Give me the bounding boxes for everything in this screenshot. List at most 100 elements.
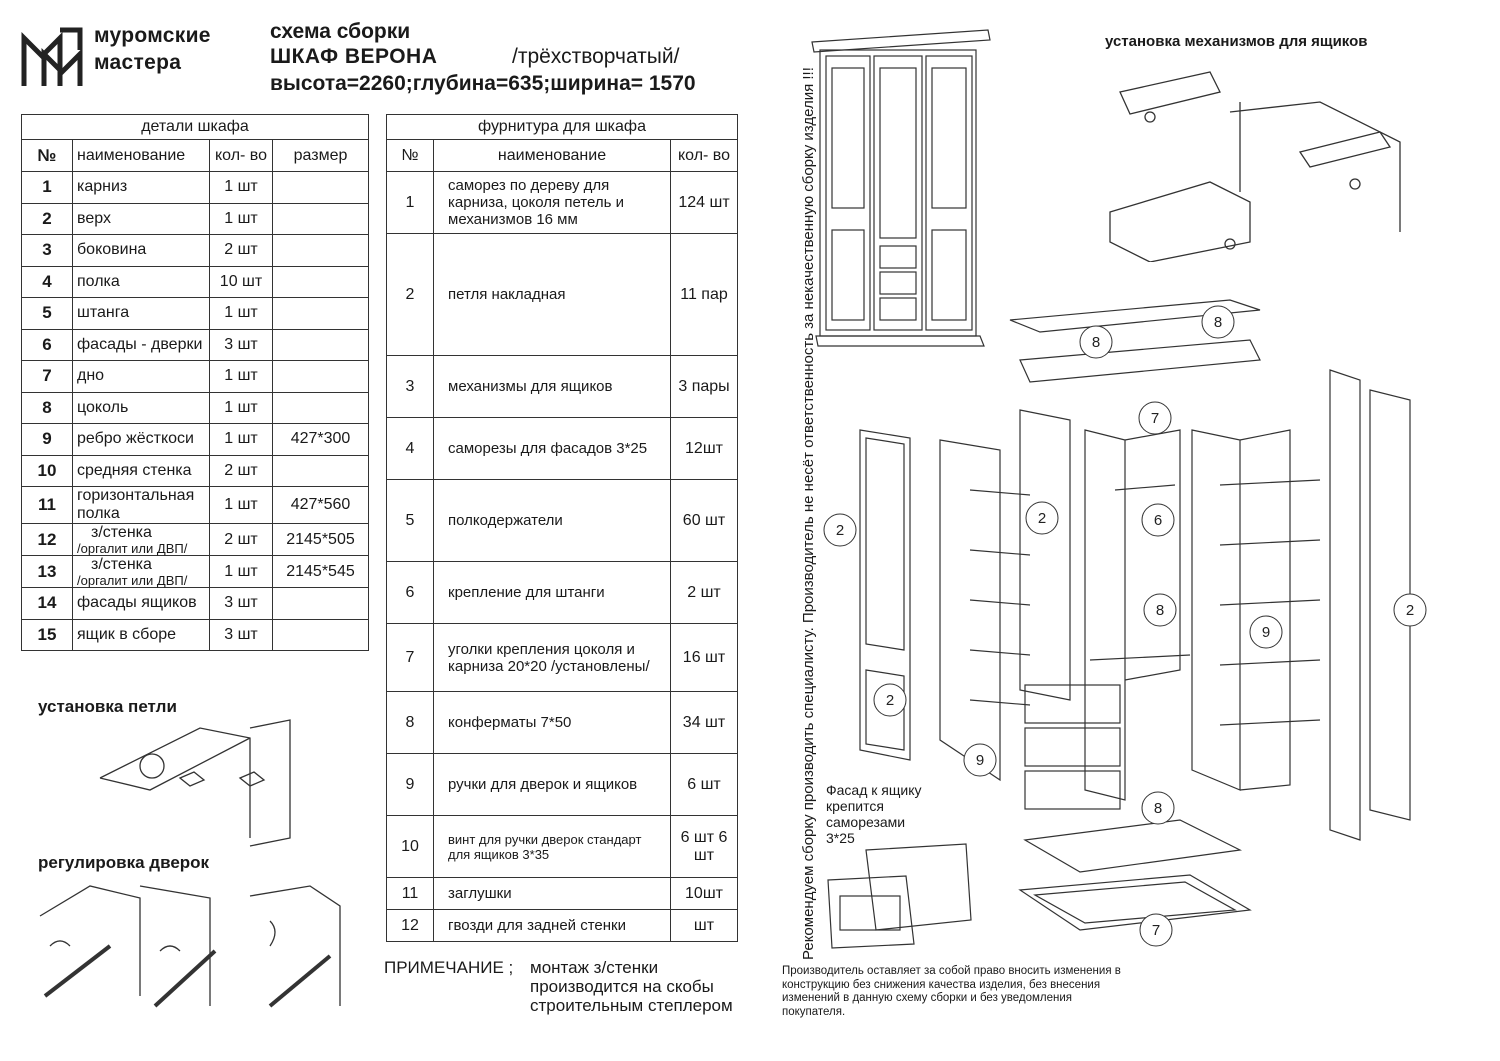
note-text: монтаж з/стенки производится на скобы ст… — [530, 958, 733, 1015]
callout-number: 7 — [1151, 410, 1159, 427]
parts-cell-name: з/стенка/оргалит или ДВП/ — [72, 555, 210, 588]
parts-cell-qty: 1 шт — [209, 171, 273, 204]
parts-cell-size — [272, 265, 369, 298]
hw-head-name: наименование — [433, 139, 671, 172]
parts-cell-name: ящик в сборе — [72, 618, 210, 651]
hw-cell-n: 8 — [386, 691, 434, 754]
parts-cell-qty: 1 шт — [209, 391, 273, 424]
hw-cell-n: 11 — [386, 877, 434, 910]
parts-head-qty: кол- во — [209, 139, 273, 172]
parts-cell-name: дно — [72, 360, 210, 393]
parts-cell-name: фасады ящиков — [72, 587, 210, 620]
hw-cell-name: винт для ручки дверок стандарт для ящико… — [433, 815, 671, 878]
drawer-mechanism-diagram — [1109, 71, 1401, 262]
callout-circle — [1201, 305, 1235, 339]
hinge-section-title: установка петли — [38, 697, 177, 716]
parts-cell-qty: 1 шт — [209, 360, 273, 393]
parts-cell-n: 4 — [21, 265, 73, 298]
callout-number: 2 — [1038, 510, 1046, 527]
callout-circle — [1141, 503, 1175, 537]
parts-cell-name-sub: /оргалит или ДВП/ — [77, 573, 188, 588]
callout-circle — [1138, 401, 1172, 435]
parts-cell-size — [272, 328, 369, 361]
parts-cell-n: 10 — [21, 454, 73, 487]
parts-cell-n: 15 — [21, 618, 73, 651]
mech-section-title: установка механизмов для ящиков — [1105, 33, 1368, 50]
hw-cell-qty: 11 пар — [670, 233, 738, 356]
parts-cell-n: 7 — [21, 360, 73, 393]
parts-table: детали шкафа № наименование кол- во разм… — [21, 114, 369, 651]
callout-number: 9 — [976, 752, 984, 769]
callout-circle — [873, 683, 907, 717]
hardware-caption: фурнитура для шкафа — [386, 114, 738, 140]
hw-cell-qty: 6 шт — [670, 753, 738, 816]
doors-section-title: регулировка дверок — [38, 853, 210, 872]
hw-cell-qty: 2 шт — [670, 561, 738, 624]
hw-cell-qty: 3 пары — [670, 355, 738, 418]
hw-cell-name: саморезы для фасадов 3*25 — [433, 417, 671, 480]
parts-cell-size — [272, 202, 369, 235]
brand-line2: мастера — [94, 51, 182, 74]
disclaimer: Производитель оставляет за собой право в… — [782, 965, 1121, 1018]
brand-name: муромские мастера — [94, 22, 211, 76]
parts-cell-n: 2 — [21, 202, 73, 235]
hw-cell-name: крепление для штанги — [433, 561, 671, 624]
callout-circle — [1393, 593, 1427, 627]
callout-circle — [1143, 593, 1177, 627]
hw-cell-n: 5 — [386, 479, 434, 562]
parts-cell-name: верх — [72, 202, 210, 235]
parts-cell-name: штанга — [72, 297, 210, 330]
parts-cell-size: 2145*545 — [272, 555, 369, 588]
parts-cell-name: ребро жёсткоси — [72, 423, 210, 456]
parts-cell-size: 427*300 — [272, 423, 369, 456]
parts-cell-n: 8 — [21, 391, 73, 424]
parts-cell-size — [272, 618, 369, 651]
parts-cell-size: 2145*505 — [272, 523, 369, 556]
hw-cell-n: 1 — [386, 171, 434, 234]
parts-cell-qty: 2 шт — [209, 234, 273, 267]
parts-cell-n: 5 — [21, 297, 73, 330]
hw-cell-qty: шт — [670, 909, 738, 942]
parts-cell-name: з/стенка/оргалит или ДВП/ — [72, 523, 210, 556]
callout-number: 8 — [1092, 334, 1100, 351]
hw-head-qty: кол- во — [670, 139, 738, 172]
hw-cell-n: 3 — [386, 355, 434, 418]
hw-cell-qty: 60 шт — [670, 479, 738, 562]
parts-cell-n: 1 — [21, 171, 73, 204]
parts-cell-size — [272, 454, 369, 487]
callout-circle — [963, 743, 997, 777]
parts-cell-qty: 1 шт — [209, 555, 273, 588]
callout-number: 9 — [1262, 624, 1270, 641]
parts-cell-n: 11 — [21, 486, 73, 524]
hardware-table: фурнитура для шкафа № наименование кол- … — [386, 114, 738, 942]
parts-cell-size — [272, 297, 369, 330]
callout-number: 8 — [1214, 314, 1222, 331]
parts-cell-n: 3 — [21, 234, 73, 267]
hw-cell-name: заглушки — [433, 877, 671, 910]
callout-number: 2 — [886, 692, 894, 709]
callout-circle — [1139, 913, 1173, 947]
parts-cell-size — [272, 234, 369, 267]
parts-cell-qty: 10 шт — [209, 265, 273, 298]
drawer-facade-diagram — [827, 843, 972, 949]
model-dimensions: высота=2260;глубина=635;ширина= 1570 — [270, 72, 696, 95]
parts-cell-n: 13 — [21, 555, 73, 588]
hw-cell-name: механизмы для ящиков — [433, 355, 671, 418]
callout-circle — [1141, 791, 1175, 825]
